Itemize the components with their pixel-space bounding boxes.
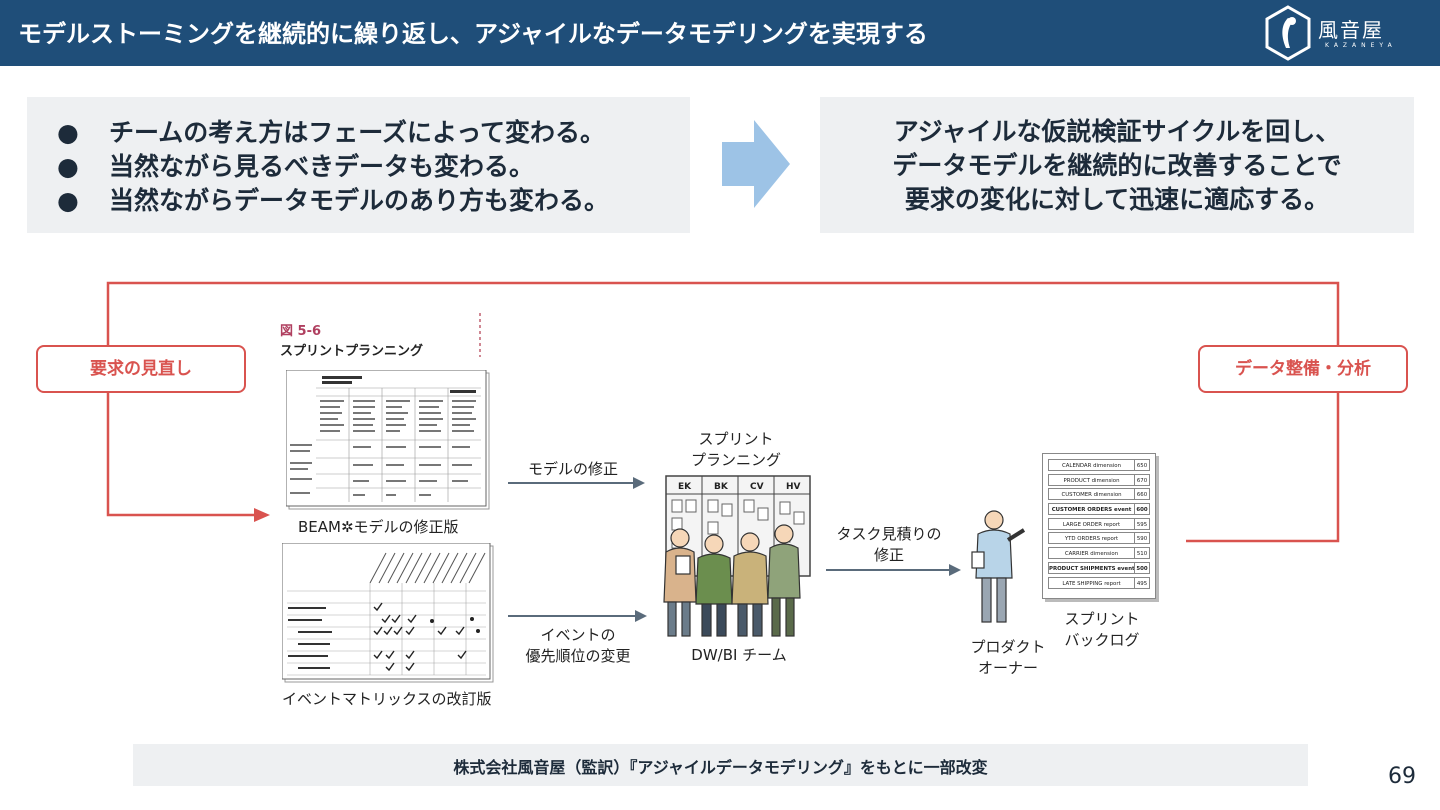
page-number: 69 bbox=[1388, 764, 1416, 789]
conclusion-text: アジャイルな仮説検証サイクルを回し、 データモデルを継続的に改善することで 要求… bbox=[892, 117, 1342, 214]
source-note: 株式会社風音屋（監訳）『アジャイルデータモデリング』をもとに一部改変 bbox=[453, 758, 988, 777]
product-owner-label: プロダクトオーナー bbox=[970, 638, 1046, 677]
bullet-item: ●当然ながらデータモデルのあり方も変わる。 bbox=[57, 186, 610, 215]
figure-number: 図 5-6 bbox=[280, 324, 322, 339]
event-matrix-thumbnail bbox=[282, 543, 494, 683]
backlog-item-points: 590 bbox=[1135, 532, 1150, 545]
backlog-item-name: PRODUCT dimension bbox=[1048, 473, 1135, 486]
backlog-item-points: 660 bbox=[1135, 488, 1150, 501]
backlog-item-name: YTD ORDERS report bbox=[1048, 532, 1135, 545]
bullet-item: ●当然ながら見るべきデータも変わる。 bbox=[57, 152, 535, 181]
product-owner-illustration bbox=[971, 510, 1026, 623]
arrow-right-icon bbox=[722, 120, 790, 208]
header-bar bbox=[0, 0, 1440, 66]
sprint-planning-label: スプリントプランニング bbox=[690, 430, 781, 469]
backlog-item-name: LARGE ORDER report bbox=[1048, 517, 1135, 530]
backlog-item-points: 670 bbox=[1135, 473, 1150, 486]
beam-model-thumbnail bbox=[286, 370, 490, 510]
backlog-item-points: 595 bbox=[1135, 517, 1150, 530]
board-col-label: HV bbox=[786, 482, 801, 492]
data-analysis-label: データ整備・分析 bbox=[1198, 345, 1408, 393]
phase-points-box: ●チームの考え方はフェーズによって変わる。 ●当然ながら見るべきデータも変わる。… bbox=[27, 97, 690, 233]
bullet-item: ●チームの考え方はフェーズによって変わる。 bbox=[57, 118, 606, 147]
team-label: DW/BI チーム bbox=[691, 646, 787, 664]
sprint-backlog-label: スプリントバックログ bbox=[1064, 610, 1140, 649]
conclusion-box: アジャイルな仮説検証サイクルを回し、 データモデルを継続的に改善することで 要求… bbox=[820, 97, 1414, 233]
board-col-label: EK bbox=[678, 482, 692, 492]
source-note-box: 株式会社風音屋（監訳）『アジャイルデータモデリング』をもとに一部改変 bbox=[133, 744, 1308, 786]
board-col-label: BK bbox=[714, 482, 729, 492]
backlog-item-points: 600 bbox=[1135, 503, 1150, 516]
task-estimate-label: タスク見積りの修正 bbox=[836, 525, 942, 564]
model-fix-label: モデルの修正 bbox=[528, 460, 619, 478]
backlog-item-points: 495 bbox=[1135, 576, 1150, 589]
requirement-review-label: 要求の見直し bbox=[36, 345, 246, 393]
backlog-item-name: CARRIER dimension bbox=[1048, 547, 1135, 560]
figure-title: スプリントプランニング bbox=[280, 344, 424, 359]
backlog-item-points: 650 bbox=[1135, 459, 1150, 471]
board-col-label: CV bbox=[750, 482, 764, 492]
backlog-item-points: 510 bbox=[1135, 547, 1150, 560]
loop-arrowhead-icon bbox=[254, 508, 270, 522]
team-illustration: EK BK CV HV bbox=[663, 475, 811, 637]
event-priority-label: イベントの優先順位の変更 bbox=[525, 626, 631, 665]
logo-text: 風音屋 bbox=[1318, 18, 1384, 42]
page-title: モデルストーミングを継続的に繰り返し、アジャイルなデータモデリングを実現する bbox=[18, 20, 928, 48]
backlog-item-name: PRODUCT SHIPMENTS event bbox=[1048, 561, 1135, 574]
beam-caption: BEAM✲モデルの修正版 bbox=[298, 518, 459, 536]
backlog-item-name: LATE SHIPPING report bbox=[1048, 576, 1135, 589]
matrix-caption: イベントマトリックスの改訂版 bbox=[282, 690, 492, 708]
kazaneya-logo-icon bbox=[1265, 5, 1311, 61]
backlog-item-name: CALENDAR dimension bbox=[1048, 459, 1135, 471]
backlog-item-name: CUSTOMER dimension bbox=[1048, 488, 1135, 501]
backlog-item-name: CUSTOMER ORDERS event bbox=[1048, 503, 1135, 516]
logo-subtext: KAZANEYA bbox=[1325, 42, 1397, 49]
backlog-item-points: 500 bbox=[1135, 561, 1150, 574]
